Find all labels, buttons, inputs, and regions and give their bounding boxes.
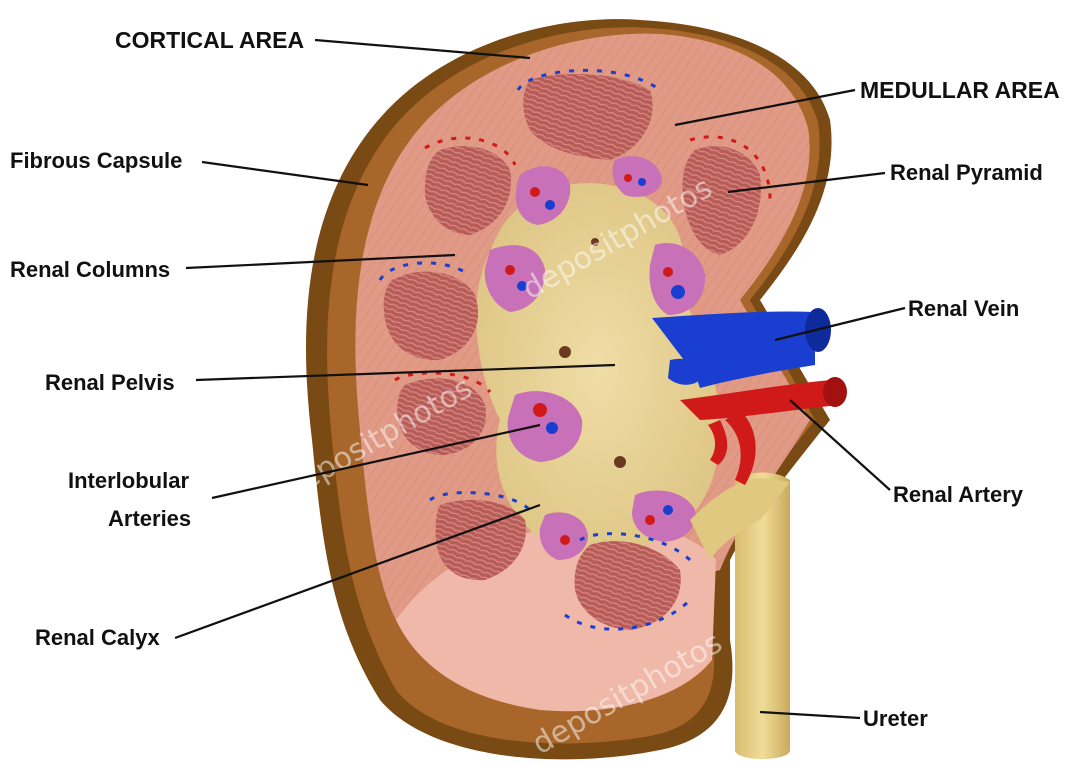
label-interlobular: Interlobular — [68, 468, 189, 493]
label-renal-vein: Renal Vein — [908, 296, 1019, 321]
label-renal-columns: Renal Columns — [10, 257, 170, 282]
label-arteries: Arteries — [108, 506, 191, 531]
label-renal-calyx: Renal Calyx — [35, 625, 160, 650]
label-renal-pyramid: Renal Pyramid — [890, 160, 1043, 185]
label-medullar-area: MEDULLAR AREA — [860, 77, 1060, 103]
label-ureter: Ureter — [863, 706, 928, 731]
label-cortical-area: CORTICAL AREA — [115, 27, 304, 53]
label-renal-artery: Renal Artery — [893, 482, 1024, 507]
label-renal-pelvis: Renal Pelvis — [45, 370, 175, 395]
label-fibrous-capsule: Fibrous Capsule — [10, 148, 182, 173]
